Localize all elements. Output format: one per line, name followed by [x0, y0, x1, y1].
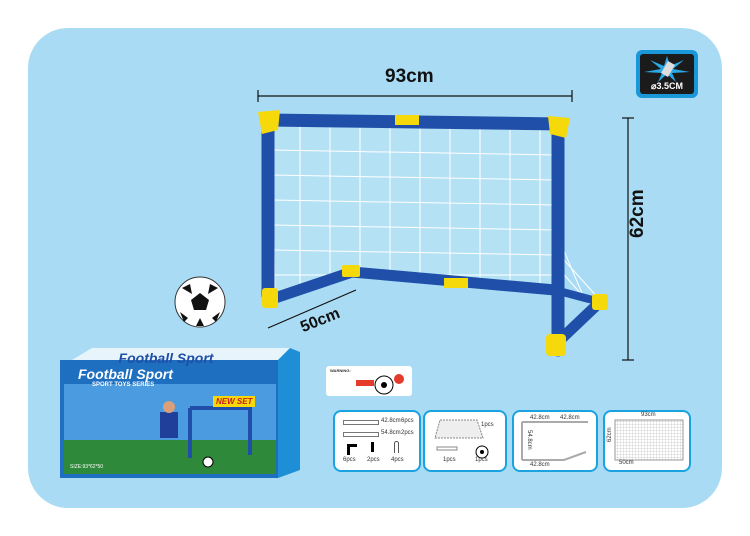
tube-short-length: 54.8cm [381, 430, 401, 436]
new-set-tag: NEW SET [213, 396, 256, 407]
final-width: 93cm [641, 412, 656, 418]
assembly-bottom: 42.8cm [530, 462, 550, 468]
pipe-diameter-badge: ⌀3.5CM [636, 50, 698, 98]
box-top-title: Football Sport [118, 350, 214, 366]
net-qty: 1pcs [481, 422, 494, 428]
tube-long-qty: 6pcs [401, 418, 414, 424]
assembly-frame-card: 42.8cm 42.8cm 54.8cm 42.8cm [512, 410, 598, 472]
peg-qty: 4pcs [391, 457, 404, 463]
final-height: 62cm [607, 427, 613, 442]
pipe-end-icon [644, 56, 690, 82]
parts-tubes-card: 42.8cm 6pcs 54.8cm 2pcs 6pcs 2pcs 4pcs [333, 410, 421, 472]
box-subtitle: SPORT TOYS SERIES [92, 382, 155, 388]
peg-icon [394, 441, 399, 453]
elbow-icon [347, 444, 357, 455]
pump-qty: 1pcs [443, 457, 456, 463]
box-size: SIZE:93*62*50 [70, 464, 104, 470]
warning-text: WARNING: [330, 368, 351, 373]
straight-joint-icon [371, 442, 374, 452]
diameter-label: ⌀3.5CM [651, 81, 683, 91]
parts-net-card: 1pcs 1pcs 1pcs [423, 410, 507, 472]
assembly-top-right: 42.8cm [560, 415, 580, 421]
product-box [60, 348, 300, 478]
assembly-side: 54.8cm [526, 430, 532, 450]
football-icon [174, 276, 226, 328]
box-title: Football Sport [78, 366, 173, 382]
dimension-lines [257, 90, 634, 361]
tube-short-qty: 2pcs [401, 430, 414, 436]
warning-label: WARNING: [326, 366, 412, 396]
ball-qty: 1pcs [475, 457, 488, 463]
assembly-final-card: 93cm 62cm 50cm [603, 410, 691, 472]
elbow-qty: 6pcs [343, 457, 356, 463]
final-depth: 50cm [619, 460, 634, 466]
height-dimension: 62cm [627, 189, 648, 238]
tube-long-length: 42.8cm [381, 418, 401, 424]
assembly-top-left: 42.8cm [530, 415, 550, 421]
goal-frame [258, 110, 608, 357]
straight-qty: 2pcs [367, 457, 380, 463]
width-dimension: 93cm [385, 66, 434, 87]
